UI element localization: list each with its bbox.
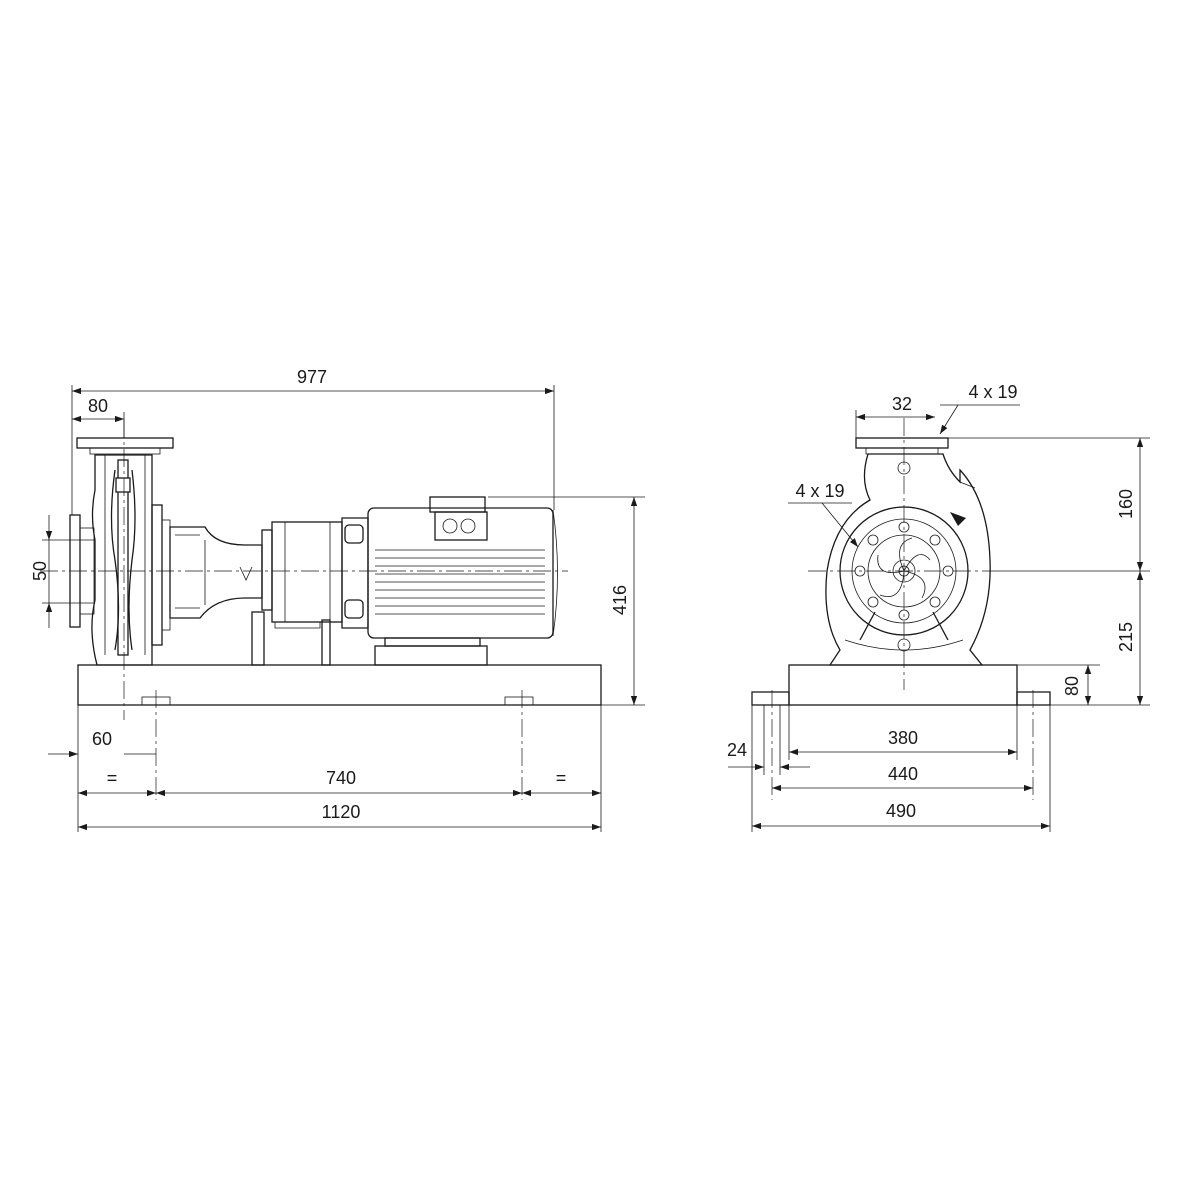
label-215: 215 bbox=[1116, 622, 1136, 652]
baseplate-side bbox=[77, 664, 602, 800]
dim-bolt-width: 440 bbox=[772, 764, 1033, 792]
dim-discharge: 32 bbox=[855, 394, 935, 438]
label-740: 740 bbox=[326, 768, 356, 788]
label-50: 50 bbox=[30, 561, 50, 581]
label-80-front: 80 bbox=[1062, 676, 1082, 696]
label-380: 380 bbox=[888, 728, 918, 748]
dim-inner-width: 380 bbox=[788, 705, 1018, 760]
dim-top-height: 160 bbox=[948, 437, 1150, 572]
pump-casing-side bbox=[69, 437, 174, 666]
label-416: 416 bbox=[610, 585, 630, 615]
dim-foot-width: 24 bbox=[727, 705, 810, 775]
flange-bolt-holes bbox=[854, 521, 954, 621]
label-equal-right: = bbox=[556, 768, 567, 788]
dim-overall-length: 977 bbox=[71, 367, 555, 515]
label-160: 160 bbox=[1116, 489, 1136, 519]
label-4x19-front: 4 x 19 bbox=[795, 481, 844, 501]
dim-base-height: 80 bbox=[1017, 664, 1100, 705]
leader-flange-holes-front: 4 x 19 bbox=[788, 481, 859, 548]
dim-height: 416 bbox=[488, 496, 645, 706]
label-24: 24 bbox=[727, 740, 747, 760]
leader-flange-holes-top: 4 x 19 bbox=[939, 382, 1020, 435]
label-440: 440 bbox=[888, 764, 918, 784]
impeller-blades bbox=[877, 537, 931, 599]
label-60: 60 bbox=[92, 729, 112, 749]
label-80-side: 80 bbox=[88, 396, 108, 416]
label-equal-left: = bbox=[107, 768, 118, 788]
motor-cooling-fins bbox=[375, 549, 545, 615]
motor-side bbox=[341, 496, 558, 666]
side-view: 977 80 50 416 bbox=[30, 367, 645, 832]
label-1120: 1120 bbox=[322, 802, 361, 822]
label-32: 32 bbox=[892, 394, 912, 414]
bearing-bracket-side bbox=[169, 521, 343, 666]
label-490: 490 bbox=[886, 801, 916, 821]
front-view: 32 4 x 19 4 x 19 160 215 bbox=[727, 382, 1150, 832]
dim-base-width: 490 bbox=[751, 705, 1051, 832]
label-4x19-top: 4 x 19 bbox=[968, 382, 1017, 402]
dim-base-length: 1120 bbox=[78, 802, 601, 831]
dim-shaft-height: 215 bbox=[1017, 571, 1150, 706]
dim-port: 50 bbox=[30, 515, 70, 628]
dim-edge-offset: 60 bbox=[48, 705, 156, 832]
dim-bolt-span: = 740 = bbox=[78, 705, 602, 832]
label-977: 977 bbox=[297, 367, 327, 387]
dim-suction-offset: 80 bbox=[72, 396, 125, 438]
